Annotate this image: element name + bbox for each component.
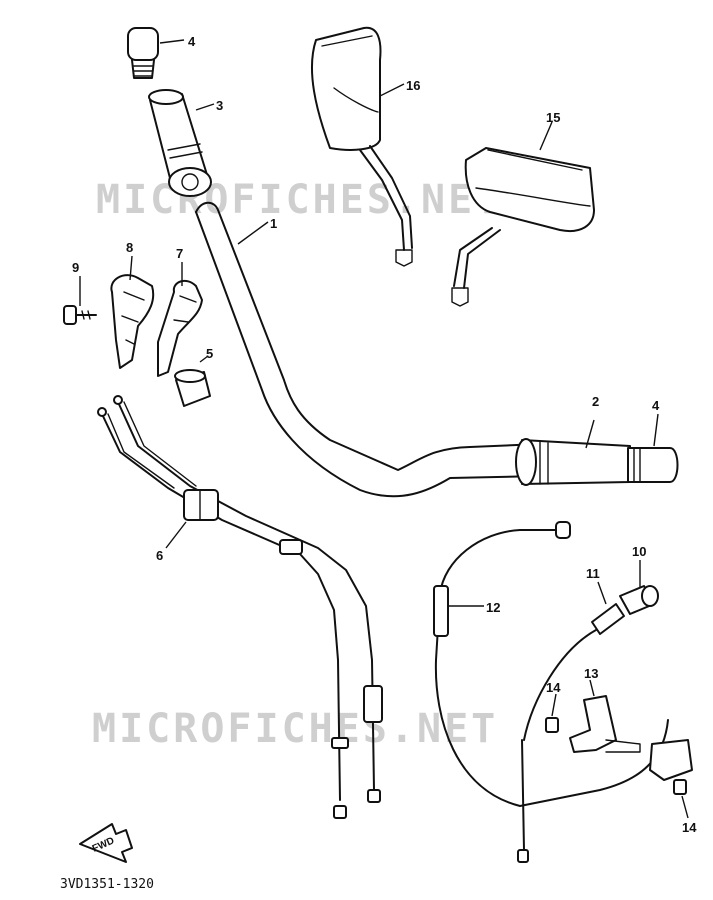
throttle-cable-assembly[interactable] <box>97 395 383 819</box>
bracket[interactable] <box>569 695 693 781</box>
callout-6: 6 <box>156 548 163 563</box>
left-grip[interactable] <box>515 438 631 486</box>
watermark-top: MICROFICHES.NET <box>96 177 502 223</box>
callout-15: 15 <box>546 110 560 125</box>
switch-housing-upper[interactable] <box>110 274 155 369</box>
callout-2: 2 <box>592 394 599 409</box>
callout-3: 3 <box>216 98 223 113</box>
callout-10: 10 <box>632 544 646 559</box>
leader-lines <box>79 39 689 819</box>
diagram-code: 3VD1351-1320 <box>60 877 154 892</box>
callout-12: 12 <box>486 600 500 615</box>
callout-1: 1 <box>270 216 277 231</box>
callout-11: 11 <box>586 566 600 581</box>
callout-14-lower: 14 <box>682 820 697 835</box>
grip-end-top[interactable] <box>127 27 159 79</box>
collar[interactable] <box>174 369 211 407</box>
throttle-grip[interactable] <box>148 89 212 197</box>
callout-4-top: 4 <box>188 34 196 49</box>
callout-8: 8 <box>126 240 133 255</box>
watermark-bottom: MICROFICHES.NET <box>92 706 498 752</box>
callout-13: 13 <box>584 666 598 681</box>
callout-4-right: 4 <box>652 398 660 413</box>
clutch-cable[interactable] <box>433 521 669 863</box>
callout-16: 16 <box>406 78 420 93</box>
speedometer-cable[interactable] <box>523 603 625 741</box>
callout-7: 7 <box>176 246 183 261</box>
callout-5: 5 <box>206 346 213 361</box>
switch-housing-lower[interactable] <box>157 279 203 377</box>
mirror-left[interactable] <box>310 26 413 267</box>
cable-nut[interactable] <box>619 585 659 615</box>
forward-arrow-icon: FWD <box>79 823 133 863</box>
bolt-lower[interactable] <box>673 779 687 795</box>
screw[interactable] <box>63 305 97 325</box>
grip-end-right[interactable] <box>627 447 679 483</box>
handlebar[interactable] <box>195 201 541 498</box>
mirror-right[interactable] <box>451 147 595 307</box>
callout-14-upper: 14 <box>546 680 561 695</box>
bolt-upper[interactable] <box>545 717 559 733</box>
callout-9: 9 <box>72 260 79 275</box>
